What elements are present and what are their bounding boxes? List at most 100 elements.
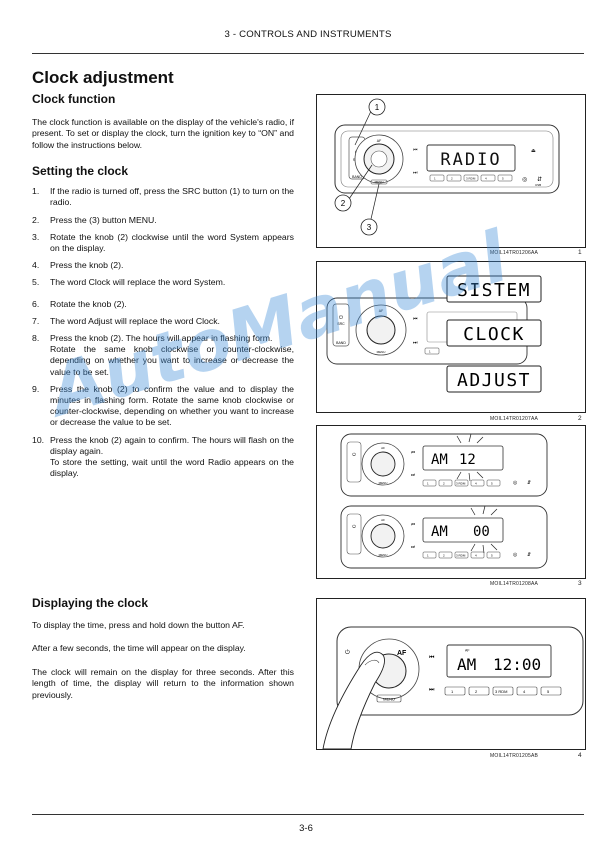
figure-3-caption: MOIL14TR01208AA bbox=[490, 581, 539, 587]
svg-text:AF: AF bbox=[381, 518, 385, 522]
display-sistem bbox=[446, 275, 542, 303]
svg-text:AM: AM bbox=[431, 524, 448, 540]
svg-text:ADJUST: ADJUST bbox=[457, 370, 531, 391]
section-heading-clock-function: Clock function bbox=[32, 92, 116, 106]
radio-af-illustration: ⏻ AF MENU ⏮ ⏭ AF AM 12:00 1 2 3 RDM 4 5 bbox=[322, 626, 584, 749]
svg-text:MENU: MENU bbox=[379, 553, 388, 557]
svg-text:1: 1 bbox=[429, 350, 431, 354]
step-item: 8.Press the knob (2). The hours will app… bbox=[32, 333, 294, 377]
preset-buttons: 1 2 3 RDM 4 5 bbox=[429, 174, 513, 182]
svg-text:1: 1 bbox=[451, 689, 454, 694]
step-item: 10.Press the knob (2) again to confirm. … bbox=[32, 434, 294, 479]
svg-text:3 RDM: 3 RDM bbox=[495, 689, 507, 694]
radio-time-illustration: ⏻ AF MENU ⏮ ⏭ AM 12 1 2 3 RDM 4 5 ◎ ⇵ bbox=[340, 433, 548, 569]
rotary-knob bbox=[370, 523, 396, 549]
seek-icon: ⏮ bbox=[413, 316, 418, 322]
setting-steps-list: 1.If the radio is turned off, press the … bbox=[32, 186, 294, 479]
svg-text:1: 1 bbox=[375, 103, 380, 112]
figure-2-menu-sequence: ⏻ SRC BAND AF MENU ⏮ ⏭ 1 SISTEM CLOCK AD… bbox=[316, 261, 586, 413]
step-item: 5.The word Clock will replace the word S… bbox=[32, 277, 226, 288]
radio-menu-illustration: ⏻ SRC BAND AF MENU ⏮ ⏭ 1 SISTEM CLOCK AD… bbox=[326, 275, 542, 393]
svg-text:AM: AM bbox=[457, 655, 476, 674]
power-icon: ⏻ bbox=[345, 649, 350, 656]
header-rule bbox=[32, 53, 584, 54]
radio-illustration: ⏻ SRC BAND AF MENU ⏮ ⏭ RADIO ⏏ 1 2 3 RDM… bbox=[334, 98, 560, 236]
svg-text:2: 2 bbox=[475, 689, 478, 694]
step-item: 9.Press the knob (2) to confirm the valu… bbox=[32, 383, 294, 428]
eject-icon: ⏏ bbox=[531, 148, 536, 154]
flash-rays bbox=[456, 433, 484, 482]
figure-1-radio-overview: ⏻ SRC BAND AF MENU ⏮ ⏭ RADIO ⏏ 1 2 3 RDM… bbox=[316, 94, 586, 248]
radio-hours-flashing: ⏻ AF MENU ⏮ ⏭ AM 12 1 2 3 RDM 4 5 ◎ ⇵ bbox=[340, 433, 548, 497]
figure-4-number: 4 bbox=[578, 752, 582, 759]
step-item: 7.The word Adjust will replace the word … bbox=[32, 315, 220, 326]
svg-text:3: 3 bbox=[367, 223, 372, 232]
seek-icon: ⏭ bbox=[411, 544, 415, 549]
step-item: 4.Press the knob (2). bbox=[32, 260, 124, 271]
figure-3-time-adjust: ⏻ AF MENU ⏮ ⏭ AM 12 1 2 3 RDM 4 5 ◎ ⇵ bbox=[316, 425, 586, 579]
band-label: BAND bbox=[352, 175, 362, 179]
svg-text:5: 5 bbox=[547, 689, 550, 694]
section-heading-setting-clock: Setting the clock bbox=[32, 164, 129, 179]
svg-text:4: 4 bbox=[475, 554, 477, 558]
figure-3-number: 3 bbox=[578, 580, 582, 587]
svg-text:5: 5 bbox=[502, 177, 504, 181]
flash-rays bbox=[470, 505, 498, 554]
power-icon: ⏻ bbox=[352, 452, 356, 457]
displaying-section: Displaying the clock To display the time… bbox=[32, 596, 294, 701]
svg-text:SRC: SRC bbox=[337, 322, 345, 326]
svg-text:4: 4 bbox=[485, 177, 487, 181]
svg-text:MENU: MENU bbox=[383, 697, 395, 702]
svg-text:1: 1 bbox=[427, 554, 429, 558]
svg-text:AF: AF bbox=[381, 446, 385, 450]
radio-display bbox=[446, 644, 552, 678]
svg-text:2: 2 bbox=[451, 177, 453, 181]
power-icon: ⏻ bbox=[352, 524, 356, 529]
page-header: 3 - CONTROLS AND INSTRUMENTS bbox=[224, 29, 392, 40]
svg-text:12: 12 bbox=[459, 452, 476, 468]
svg-text:12:00: 12:00 bbox=[493, 655, 541, 674]
usb-label: USB bbox=[535, 183, 541, 187]
main-text-column: Clock adjustment Clock function The cloc… bbox=[32, 68, 294, 479]
radio-display bbox=[422, 517, 504, 543]
seek-icon: ⏮ bbox=[411, 450, 415, 455]
svg-text:1: 1 bbox=[434, 177, 436, 181]
radio-minutes-flashing: ⏻ AF MENU ⏮ ⏭ AM 00 1 2 3 RDM 4 5 ◎ ⇵ bbox=[340, 505, 548, 569]
seek-icon: ⏮ bbox=[429, 655, 435, 661]
preset-buttons: 1 2 3 RDM 4 5 bbox=[444, 686, 562, 696]
hand-icon bbox=[322, 651, 386, 749]
callout-3 bbox=[360, 218, 378, 236]
svg-text:4: 4 bbox=[475, 482, 477, 486]
svg-text:AF: AF bbox=[379, 309, 383, 313]
callout-2 bbox=[334, 194, 352, 212]
rotary-knob bbox=[370, 451, 396, 477]
radio-display bbox=[426, 144, 516, 172]
section-heading-displaying-clock: Displaying the clock bbox=[32, 596, 149, 610]
footer-rule bbox=[32, 814, 584, 815]
aux-jack-icon: ◎ bbox=[522, 177, 527, 183]
rotary-knob bbox=[366, 315, 396, 345]
displaying-text-1: To display the time, press and hold down… bbox=[32, 620, 245, 630]
svg-text:MENU: MENU bbox=[379, 481, 388, 485]
seek-icon: ⏭ bbox=[413, 340, 418, 346]
svg-text:AM: AM bbox=[431, 452, 448, 468]
svg-text:2: 2 bbox=[443, 482, 445, 486]
svg-text:1: 1 bbox=[427, 482, 429, 486]
usb-icon: ⇵ bbox=[527, 480, 531, 486]
display-text: RADIO bbox=[440, 150, 501, 170]
figure-4-caption: MOIL14TR01205AB bbox=[490, 753, 539, 759]
step-item: 3.Rotate the knob (2) clockwise until th… bbox=[32, 231, 294, 254]
radio-display bbox=[422, 445, 504, 471]
af-label: AF bbox=[377, 139, 381, 143]
preset-buttons: 1 2 3 RDM 4 5 bbox=[422, 551, 501, 559]
svg-text:5: 5 bbox=[491, 554, 493, 558]
displaying-text-3: The clock will remain on the display for… bbox=[32, 666, 294, 700]
display-adjust bbox=[446, 365, 542, 393]
step-item: 1.If the radio is turned off, press the … bbox=[32, 186, 294, 208]
figure-1-caption: MOIL14TR01206AA bbox=[490, 250, 539, 256]
svg-text:5: 5 bbox=[491, 482, 493, 486]
svg-text:2: 2 bbox=[341, 199, 346, 208]
svg-text:SISTEM: SISTEM bbox=[457, 280, 531, 301]
svg-text:CLOCK: CLOCK bbox=[463, 324, 525, 345]
figure-4-display-clock: ⏻ AF MENU ⏮ ⏭ AF AM 12:00 1 2 3 RDM 4 5 bbox=[316, 598, 586, 750]
